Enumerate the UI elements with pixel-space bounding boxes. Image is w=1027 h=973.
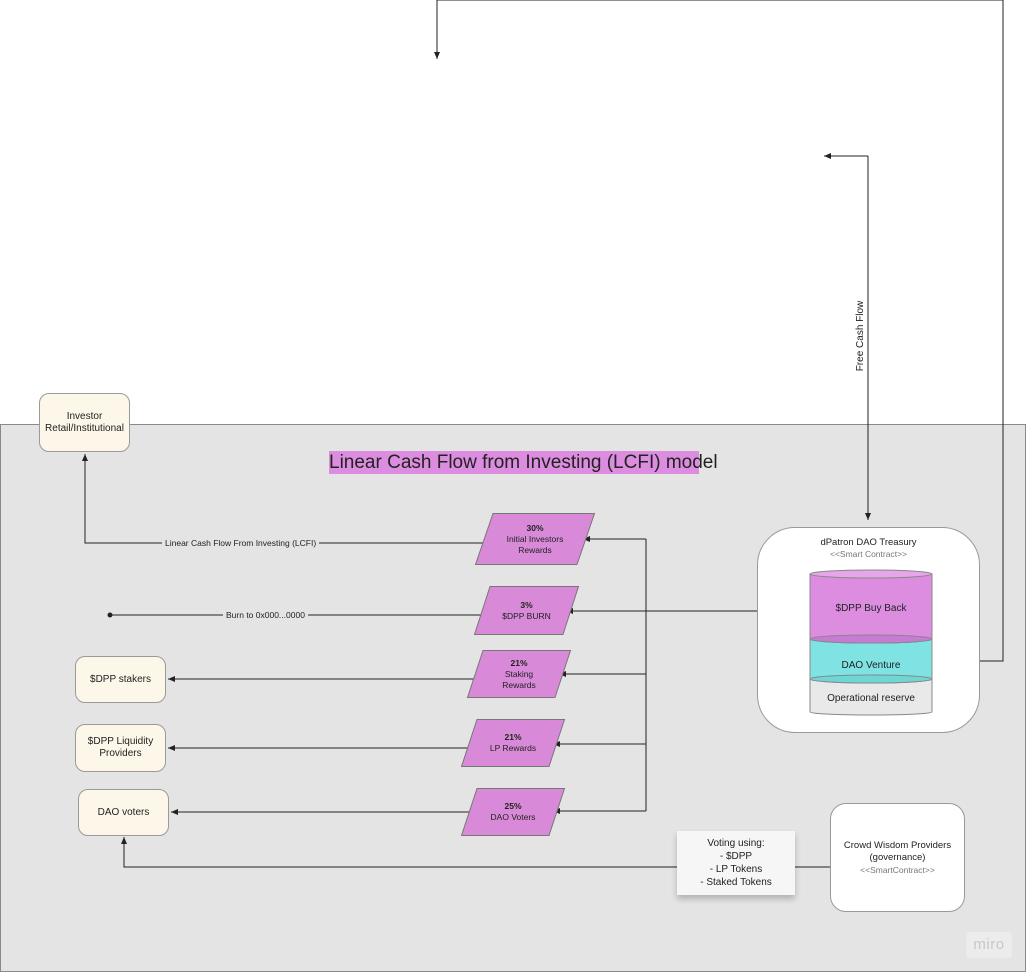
treasury-cylinder-stack [809, 569, 933, 716]
miro-watermark: miro [966, 932, 1012, 958]
note-line1: Voting using: [707, 838, 765, 849]
reserve-top-rim [809, 674, 933, 684]
lp-pct: 21% [504, 732, 522, 742]
lcfi-connector [82, 454, 484, 544]
investor-label-line2: Retail/Institutional [45, 422, 124, 434]
staking-line1: Staking [504, 668, 534, 679]
voting-connector [121, 837, 830, 868]
investor-box[interactable]: Investor Retail/Institutional [39, 393, 130, 452]
burn-allocation[interactable]: 3% $DPP BURN [473, 586, 580, 635]
dao-voters-line1: DAO Voters [490, 812, 536, 822]
liquidity-label-line1: $DPP Liquidity [87, 736, 154, 747]
crowd-line2: (governance) [869, 851, 926, 863]
stakers-label: $DPP stakers [90, 673, 151, 685]
buyback-label: $DPP Buy Back [835, 603, 907, 614]
dao-voters-allocation[interactable]: 25% DAO Voters [460, 788, 566, 836]
treasury-title: dPatron DAO Treasury [820, 537, 917, 548]
burn-endpoint-dot [107, 612, 113, 618]
dao-voters-box[interactable]: DAO voters [78, 789, 169, 836]
investor-label-line1: Investor [66, 410, 103, 422]
lcfi-edge-label: Linear Cash Flow From Investing (LCFI) [162, 538, 320, 549]
liquidity-label-line2: Providers [99, 748, 142, 759]
initial-investors-allocation[interactable]: 30% Initial Investors Rewards [474, 513, 596, 565]
burn-line1: $DPP BURN [502, 610, 551, 621]
buyback-top-rim [809, 569, 933, 579]
treasury-subtitle: <<Smart Contract>> [829, 549, 907, 559]
page-title: Linear Cash Flow from Investing (LCFI) m… [329, 451, 718, 474]
initial-investors-pct: 30% [526, 522, 544, 533]
stakers-box[interactable]: $DPP stakers [75, 656, 166, 703]
reserve-label: Operational reserve [827, 693, 915, 704]
crowd-subtitle: <<SmartContract>> [860, 864, 935, 875]
voting-sticky-note[interactable]: Voting using: - $DPP - LP Tokens - Stake… [677, 831, 795, 895]
free-cash-flow-label: Free Cash Flow [855, 296, 867, 376]
liquidity-providers-box[interactable]: $DPP Liquidity Providers [75, 724, 166, 772]
burn-edge-label: Burn to 0x000...0000 [223, 610, 308, 621]
note-line2: - $DPP [719, 851, 753, 862]
note-line4: - Staked Tokens [700, 877, 772, 888]
dao-voters-label: DAO voters [97, 806, 150, 818]
dao-voters-pct: 25% [504, 801, 522, 811]
initial-investors-line2: Rewards [518, 544, 552, 555]
crowd-line1: Crowd Wisdom Providers [843, 839, 952, 851]
initial-investors-line1: Initial Investors [506, 533, 564, 544]
venture-label: DAO Venture [841, 660, 901, 671]
crowd-wisdom-box[interactable]: Crowd Wisdom Providers (governance) <<Sm… [830, 803, 965, 912]
lp-line1: LP Rewards [489, 743, 537, 753]
buyback-bottom-rim [809, 634, 933, 644]
reserve-segment [809, 678, 933, 716]
staking-pct: 21% [510, 657, 528, 668]
burn-pct: 3% [520, 599, 533, 610]
staking-line2: Rewards [502, 679, 536, 690]
note-line3: - LP Tokens [709, 864, 763, 875]
staking-allocation[interactable]: 21% Staking Rewards [466, 650, 572, 698]
venture-loop-connector [434, 0, 1004, 662]
lp-allocation[interactable]: 21% LP Rewards [460, 719, 566, 767]
